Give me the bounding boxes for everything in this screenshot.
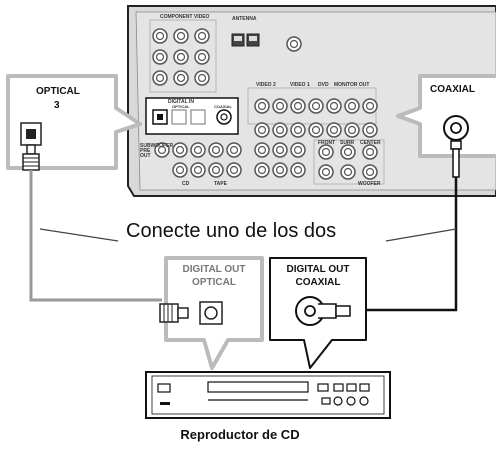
video-input-jacks — [247, 87, 378, 138]
digital-out-coaxial-callout — [269, 257, 367, 369]
label-component-video: COMPONENT VIDEO — [160, 14, 210, 20]
label-dvd: DVD — [318, 82, 329, 88]
digital-in-block — [145, 97, 239, 135]
label-subwoofer-pre-out: SUBWOOFER PRE OUT — [140, 143, 174, 159]
label-surr: SURR — [340, 140, 355, 146]
optical-callout — [6, 74, 142, 171]
coaxial-cable — [350, 177, 458, 312]
antenna-terminals — [231, 33, 302, 52]
label-antenna: ANTENNA — [232, 16, 257, 22]
label-cd: CD — [182, 181, 190, 187]
digital-out-coaxial-line1: DIGITAL OUT — [286, 264, 350, 275]
coaxial-plug-icon — [450, 140, 462, 178]
connect-line-left — [39, 228, 119, 242]
coaxial-input-jack-icon — [443, 115, 469, 141]
digital-out-coaxial-line2: COAXIAL — [295, 277, 341, 288]
label-digital-optical: OPTICAL — [172, 104, 190, 109]
label-tape: TAPE — [214, 181, 227, 187]
digital-out-optical-line1: DIGITAL OUT — [182, 264, 246, 275]
label-digital-in: DIGITAL IN — [168, 99, 194, 105]
label-video-2: VIDEO 2 — [256, 82, 276, 88]
coaxial-callout — [396, 74, 496, 178]
label-front: FRONT — [318, 140, 336, 146]
optical-output-plug-icon — [159, 303, 189, 323]
label-video-1: VIDEO 1 — [290, 82, 310, 88]
coaxial-output-plug-icon — [318, 303, 351, 319]
optical-output-jack-icon — [199, 301, 223, 325]
optical-number-label: 3 — [54, 100, 60, 111]
receiver-rear-panel — [127, 5, 496, 197]
connect-line-right — [385, 228, 457, 242]
digital-out-optical-line2: OPTICAL — [192, 277, 236, 288]
optical-plug-icon — [22, 144, 40, 171]
cd-player — [145, 371, 391, 419]
cd-player-caption: Reproductor de CD — [180, 427, 300, 442]
component-video-jacks — [149, 19, 217, 93]
digital-out-optical-callout — [159, 256, 264, 370]
display — [317, 383, 329, 392]
connect-one-text: Conecte uno de los dos — [126, 220, 337, 242]
label-digital-coaxial: COAXIAL — [214, 104, 232, 109]
power-button-icon — [157, 383, 171, 393]
optical-input-jack-icon — [20, 122, 42, 146]
optical-cable — [29, 170, 162, 302]
audio-input-jacks — [154, 139, 385, 185]
coaxial-label: COAXIAL — [430, 84, 475, 95]
optical-label: OPTICAL — [36, 86, 80, 97]
label-center: CENTER — [360, 140, 381, 146]
disc-tray — [207, 381, 309, 393]
label-woofer: WOOFER — [358, 181, 381, 187]
label-monitor-out: MONITOR OUT — [334, 82, 370, 88]
